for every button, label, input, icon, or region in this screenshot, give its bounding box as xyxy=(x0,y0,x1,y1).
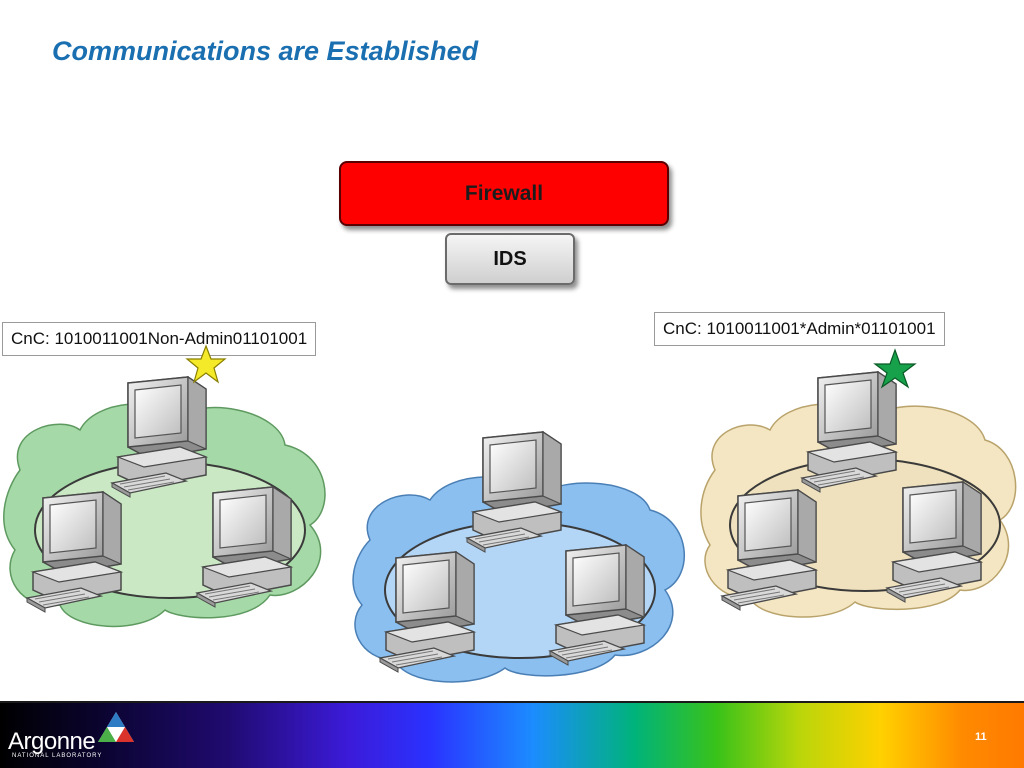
star-icon xyxy=(185,344,227,384)
ids-label: IDS xyxy=(493,247,527,270)
firewall-box: Firewall xyxy=(339,161,669,226)
slide-title: Communications are Established xyxy=(52,36,479,66)
center-network xyxy=(352,431,686,683)
ids-box: IDS xyxy=(445,233,575,285)
network-diagram xyxy=(3,344,1017,683)
argonne-triangle-icon xyxy=(98,712,134,742)
left-network xyxy=(3,344,326,628)
footer-band xyxy=(0,703,1024,768)
star-icon xyxy=(873,348,917,389)
argonne-logo: Argonne xyxy=(8,712,134,756)
cnc-label-right: CnC: 1010011001*Admin*01101001 xyxy=(654,312,945,346)
logo-subtext: NATIONAL LABORATORY xyxy=(12,753,103,759)
cnc-label-left: CnC: 1010011001Non-Admin01101001 xyxy=(2,322,317,356)
footer-divider xyxy=(0,701,1024,703)
right-network xyxy=(700,348,1017,618)
logo-text: Argonne xyxy=(8,728,96,755)
page-number: 11 xyxy=(975,731,987,743)
firewall-label: Firewall xyxy=(464,181,544,205)
